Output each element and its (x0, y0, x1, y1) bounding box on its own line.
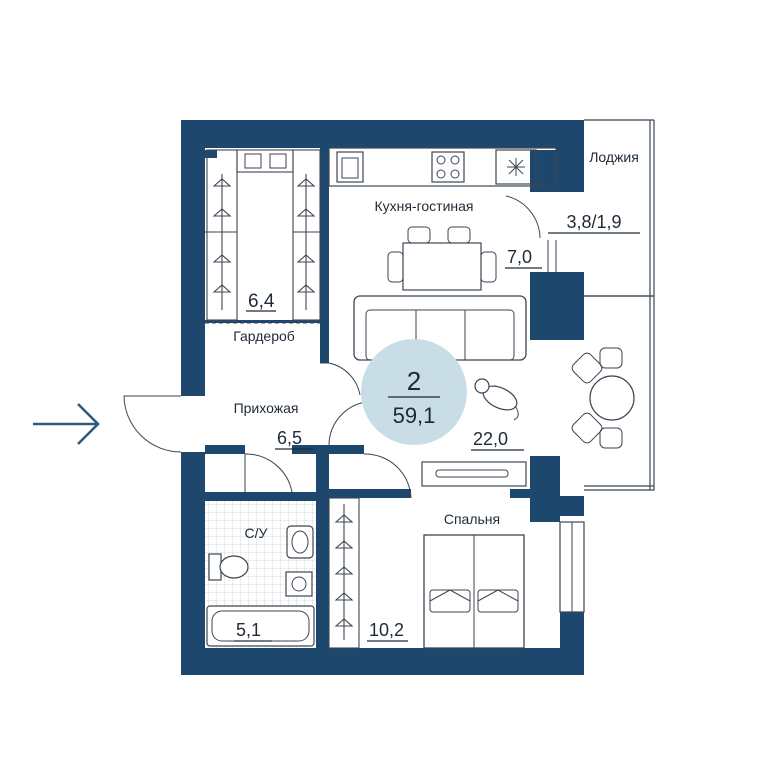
room-name-bathroom: С/У (245, 525, 268, 541)
stove-icon (431, 151, 465, 183)
wardrobe-room (206, 149, 321, 321)
room-area-kitchen: 7,0 (507, 247, 532, 267)
walls (181, 120, 584, 675)
entrance-arrow-icon (33, 403, 100, 445)
washbasin-icon (286, 525, 314, 559)
room-area-living: 22,0 (473, 429, 508, 449)
room-name-loggia: Лоджия (589, 149, 639, 165)
hood-icon (495, 149, 537, 185)
bathroom (205, 501, 316, 648)
doors (123, 195, 541, 499)
washing-machine-icon (285, 571, 313, 597)
room-name-hallway: Прихожая (234, 400, 299, 416)
toilet-icon (208, 553, 249, 581)
room-area-hallway: 6,5 (277, 428, 302, 448)
room-area-loggia: 3,8/1,9 (566, 212, 621, 232)
rooms-count: 2 (407, 366, 421, 396)
bedroom-wardrobe (328, 497, 360, 649)
room-area-wardrobe: 6,4 (248, 291, 275, 312)
room-area-bedroom-wardrobe: 10,2 (369, 620, 404, 640)
room-name-bedroom: Спальня (444, 511, 500, 527)
tv-stand (421, 461, 527, 487)
room-area-bathroom: 5,1 (236, 620, 261, 640)
total-area: 59,1 (393, 403, 436, 428)
wardrobe-hangers (205, 174, 320, 310)
sink-icon (336, 151, 364, 183)
room-labels: 6,4 Гардероб Кухня-гостиная 7,0 Лоджия 3… (233, 149, 640, 642)
kitchen-counter (328, 147, 557, 187)
room-name-wardrobe: Гардероб (233, 328, 295, 344)
dining-table (387, 226, 497, 291)
bed (423, 534, 525, 649)
cat-icon (474, 378, 519, 421)
area-badge: 2 59,1 (361, 339, 467, 445)
loggia (547, 119, 655, 613)
room-name-kitchen: Кухня-гостиная (374, 198, 473, 214)
round-table (571, 347, 635, 449)
